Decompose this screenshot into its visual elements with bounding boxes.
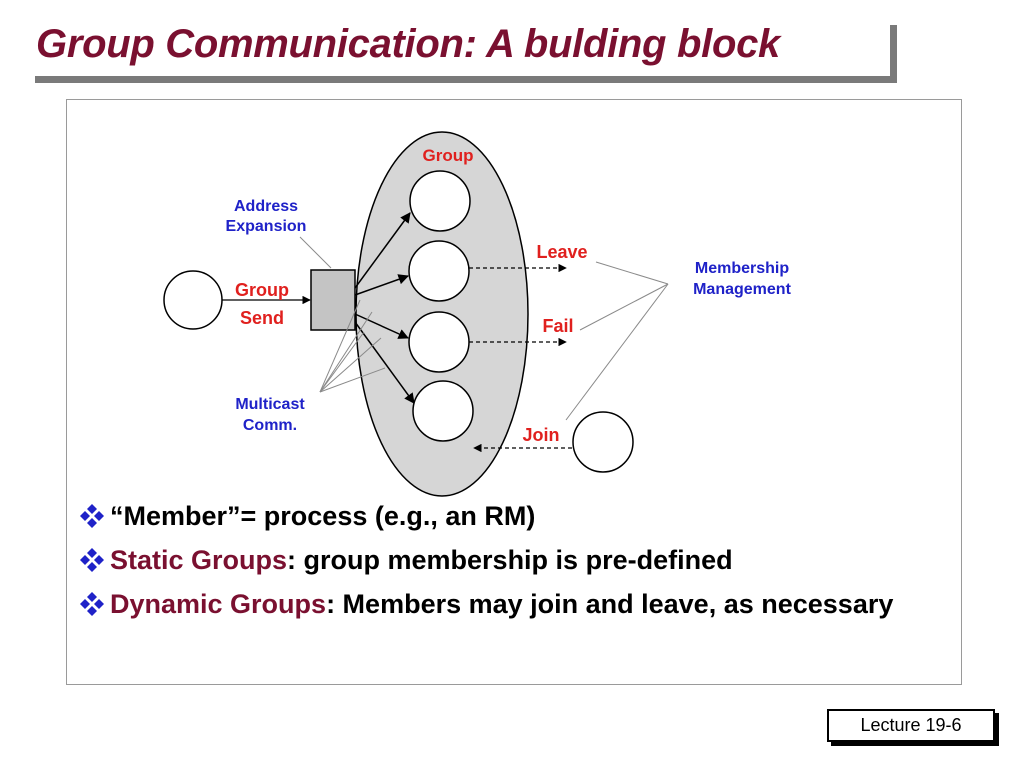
membership-pointer-lines <box>565 261 669 421</box>
bullet-2-text: : group membership is pre-defined <box>287 545 733 575</box>
group-member-1 <box>409 170 471 232</box>
bullet-list: “Member”= process (e.g., an RM) Static G… <box>78 500 958 632</box>
multicast-arrow-2 <box>354 274 409 296</box>
membership-management-label-2: Management <box>693 281 791 298</box>
fail-label: Fail <box>542 316 573 336</box>
sender-process <box>163 270 223 330</box>
multicast-arrow-4 <box>354 321 415 404</box>
group-member-3 <box>408 311 470 373</box>
title-box: Group Communication: A bulding block <box>28 18 890 76</box>
group-member-2 <box>408 240 470 302</box>
leave-label: Leave <box>536 242 587 262</box>
bullet-3-highlight: Dynamic Groups <box>110 589 327 619</box>
lecture-number: Lecture 19-6 <box>860 715 962 735</box>
bullet-3-text: : Members may join and leave, as necessa… <box>326 589 894 619</box>
group-member-4 <box>412 380 474 442</box>
bullet-member-definition: “Member”= process (e.g., an RM) <box>78 500 958 532</box>
group-send-label-2: Send <box>240 308 284 328</box>
membership-management-label-1: Membership <box>695 260 789 277</box>
group-label: Group <box>423 146 474 165</box>
diamond-bullet-icon <box>80 592 104 616</box>
diamond-bullet-icon <box>80 504 104 528</box>
multicast-arrow-3 <box>354 313 409 339</box>
multicast-label-1: Multicast <box>235 396 305 413</box>
bullet-1-text: “Member”= process (e.g., an RM) <box>110 501 536 531</box>
content-frame <box>66 99 962 685</box>
joining-process <box>572 411 634 473</box>
address-expansion-pointer <box>299 236 332 269</box>
address-expansion-box <box>310 269 356 331</box>
diamond-bullet-icon <box>80 548 104 572</box>
multicast-arrow-1 <box>354 212 411 289</box>
multicast-pointer-lines <box>319 299 386 393</box>
bullet-dynamic-groups: Dynamic Groups: Members may join and lea… <box>78 588 958 620</box>
join-label: Join <box>522 425 559 445</box>
address-expansion-label-2: Expansion <box>226 218 307 235</box>
address-expansion-label-1: Address <box>234 198 298 215</box>
slide-title: Group Communication: A bulding block <box>36 22 780 66</box>
multicast-label-2: Comm. <box>243 417 297 434</box>
bullet-2-highlight: Static Groups <box>110 545 288 575</box>
bullet-static-groups: Static Groups: group membership is pre-d… <box>78 544 958 576</box>
lecture-number-badge: Lecture 19-6 <box>827 709 995 742</box>
group-send-label-1: Group <box>235 280 289 300</box>
